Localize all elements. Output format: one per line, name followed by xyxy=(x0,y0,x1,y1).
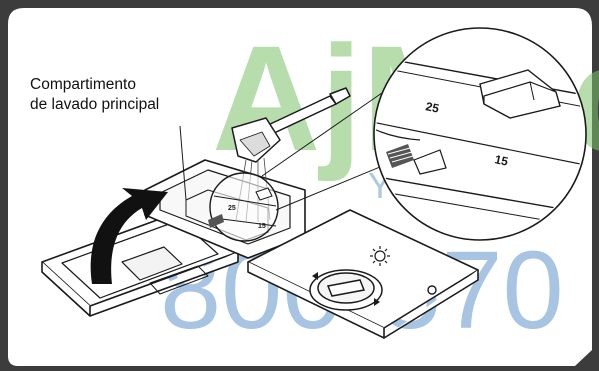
detail-circle-large: 25 15 xyxy=(373,27,587,241)
inset-mark-15: 15 xyxy=(493,152,509,169)
caption-leader-line xyxy=(179,125,187,201)
cup-mark-15: 15 xyxy=(258,223,266,230)
cup-mark-25: 25 xyxy=(228,205,236,212)
detail-circle-small: 25 15 xyxy=(208,172,279,242)
dial-knob xyxy=(309,269,383,311)
caption-main-wash-compartment-line2: de lavado principal xyxy=(30,96,160,113)
inset-mark-25: 25 xyxy=(424,99,440,116)
open-lid-arrow xyxy=(90,188,168,284)
caption-main-wash-compartment-line1: Compartimento xyxy=(30,76,136,93)
zoom-line-bottom xyxy=(275,161,393,211)
dial-arrow-left xyxy=(312,272,318,280)
sun-icon xyxy=(370,246,390,266)
detergent-scoop xyxy=(231,87,351,163)
indicator-hole xyxy=(427,285,437,295)
dial-arrow-right xyxy=(374,298,380,306)
